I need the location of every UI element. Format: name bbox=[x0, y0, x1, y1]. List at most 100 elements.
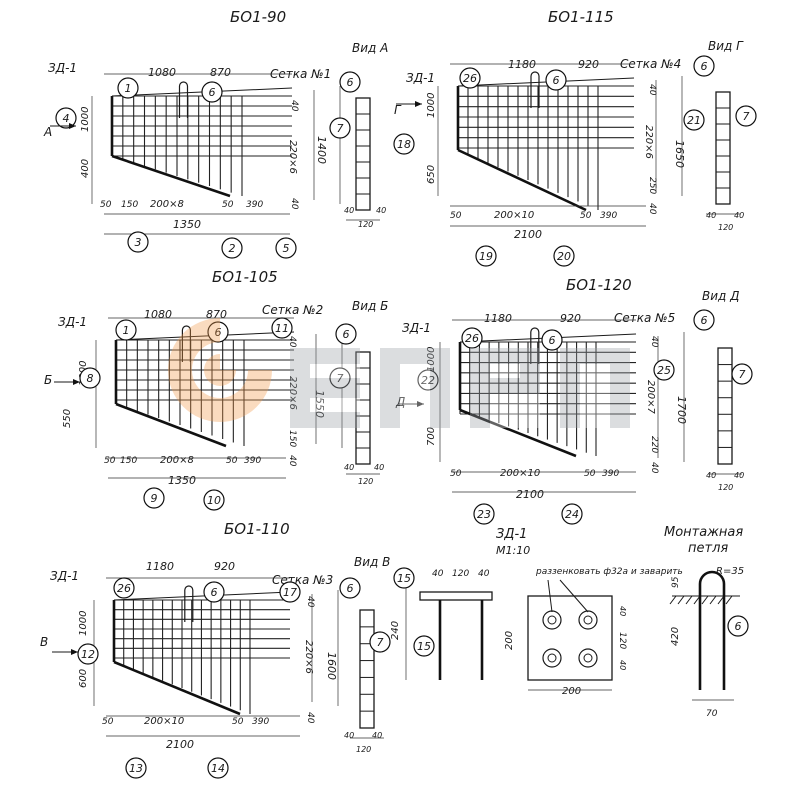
position-marker: 23 bbox=[473, 503, 495, 525]
position-marker: 26 bbox=[461, 327, 483, 349]
marker-number: 6 bbox=[701, 60, 708, 73]
bar-label: ЗД-1 bbox=[48, 61, 77, 75]
view-dim-1: 40 bbox=[706, 471, 716, 480]
position-marker: 12 bbox=[77, 643, 99, 665]
section-arrow-head bbox=[73, 379, 80, 385]
view-title: Вид В bbox=[354, 555, 390, 569]
mesh-label: Сетка №4 bbox=[620, 57, 681, 71]
sloped-edge bbox=[115, 402, 227, 448]
left-dim-1: 1000 bbox=[426, 93, 437, 118]
marker-number: 10 bbox=[207, 494, 221, 507]
marker-circle bbox=[473, 503, 495, 525]
right-dim-low: 220 bbox=[649, 436, 659, 453]
position-marker: 26 bbox=[113, 577, 135, 599]
marker-circle bbox=[207, 757, 229, 779]
marker-circle bbox=[203, 581, 225, 603]
plate-dim-left: 200 bbox=[504, 631, 515, 650]
marker-number: 6 bbox=[347, 76, 354, 89]
panel-title: БО1-120 bbox=[566, 276, 632, 294]
marker-number: 22 bbox=[421, 374, 435, 387]
total-dim: 2100 bbox=[516, 488, 544, 501]
position-marker: 6 bbox=[339, 71, 361, 93]
position-marker: 21 bbox=[683, 109, 705, 131]
side-view-outline bbox=[359, 609, 375, 729]
position-marker: 8 bbox=[79, 367, 101, 389]
bottom-dim-4: 390 bbox=[602, 469, 619, 479]
view-dim-1: 40 bbox=[344, 463, 354, 472]
position-marker: 7 bbox=[369, 631, 391, 653]
left-dim-2: 600 bbox=[78, 669, 89, 688]
section-arrow-head bbox=[69, 123, 76, 129]
bar-label: ЗД-1 bbox=[406, 71, 435, 85]
bottom-dim-4: 390 bbox=[252, 717, 269, 727]
marker-circle bbox=[279, 581, 301, 603]
right-dim-mid: 220×6 bbox=[287, 140, 298, 174]
section-arrow-head bbox=[415, 101, 422, 107]
bottom-dim-1: 50 bbox=[104, 456, 116, 466]
detail-plate-top bbox=[419, 591, 493, 601]
marker-circle bbox=[79, 367, 101, 389]
left-dim-1: 1000 bbox=[78, 611, 89, 636]
position-marker: 22 bbox=[417, 369, 439, 391]
marker-circle bbox=[683, 109, 705, 131]
panel-title: БО1-90 bbox=[230, 8, 286, 26]
marker-circle bbox=[417, 369, 439, 391]
panel-bo1-110: БО1-110 ЗД-1 Сетка №3 1180 920 1000 600 … bbox=[40, 520, 390, 754]
position-marker: 6 bbox=[339, 577, 361, 599]
panel-bo1-90: БО1-90 ЗД-1 Сетка №1 1080 870 1000 400 4… bbox=[43, 8, 388, 231]
marker-number: 20 bbox=[557, 250, 571, 263]
position-marker: 7 bbox=[731, 363, 753, 385]
marker-circle bbox=[545, 69, 567, 91]
marker-number: 12 bbox=[81, 648, 95, 661]
position-marker: 6 bbox=[541, 329, 563, 351]
marker-number: 7 bbox=[337, 372, 344, 385]
weld-hole-icon bbox=[578, 610, 598, 630]
lifting-loop bbox=[530, 327, 540, 364]
top-dim-1: 1180 bbox=[146, 560, 174, 573]
right-dim-mid: 220×6 bbox=[643, 125, 654, 159]
lifting-loop bbox=[530, 71, 540, 108]
marker-number: 2 bbox=[229, 242, 236, 255]
marker-number: 7 bbox=[739, 368, 746, 381]
position-marker: 20 bbox=[553, 245, 575, 267]
lifting-loop bbox=[178, 81, 189, 118]
marker-number: 3 bbox=[135, 236, 142, 249]
height-dim: 1400 bbox=[315, 136, 328, 164]
loop-radius: R=35 bbox=[716, 566, 744, 577]
position-marker: 6 bbox=[203, 581, 225, 603]
bottom-dim-5: 390 bbox=[244, 456, 261, 466]
marker-number: 6 bbox=[701, 314, 708, 327]
view-title: Вид Б bbox=[352, 299, 388, 313]
marker-circle bbox=[117, 77, 139, 99]
plate-dim-bottom: 200 bbox=[562, 686, 581, 697]
marker-number: 6 bbox=[343, 328, 350, 341]
view-dim-3: 120 bbox=[718, 223, 733, 232]
left-dim-1: 1000 bbox=[80, 107, 91, 132]
panel-bo1-120: БО1-120 ЗД-1 Сетка №5 1180 920 1000 700 … bbox=[395, 276, 744, 501]
height-dim: 1550 bbox=[313, 390, 326, 418]
position-marker: 9 bbox=[143, 487, 165, 509]
view-dim-1: 40 bbox=[344, 206, 354, 215]
marker-number: 8 bbox=[87, 372, 94, 385]
position-marker: 6 bbox=[545, 69, 567, 91]
marker-number: 15 bbox=[397, 572, 411, 585]
marker-number: 13 bbox=[129, 762, 143, 775]
hatch bbox=[709, 595, 717, 605]
left-dim-2: 650 bbox=[426, 165, 437, 184]
position-marker: 6 bbox=[201, 81, 223, 103]
detail-title: ЗД-1 bbox=[496, 527, 527, 542]
detail-zd1: ЗД-1 М1:10 40 120 40 240 раззенковать ф3… bbox=[390, 527, 683, 697]
marker-circle bbox=[271, 317, 293, 339]
right-dim-bot: 40 bbox=[647, 203, 657, 215]
view-dim-2: 40 bbox=[374, 463, 384, 472]
view-dim-2: 40 bbox=[376, 206, 386, 215]
sloped-edge bbox=[457, 148, 587, 212]
bottom-dim-4: 50 bbox=[226, 456, 238, 466]
loop-dim-top: 95 bbox=[671, 576, 681, 588]
height-dim: 1700 bbox=[675, 396, 688, 424]
bottom-dim-3: 50 bbox=[580, 211, 592, 221]
right-dim-mid: 220×6 bbox=[287, 376, 298, 410]
arrow-label: Д bbox=[395, 395, 405, 409]
